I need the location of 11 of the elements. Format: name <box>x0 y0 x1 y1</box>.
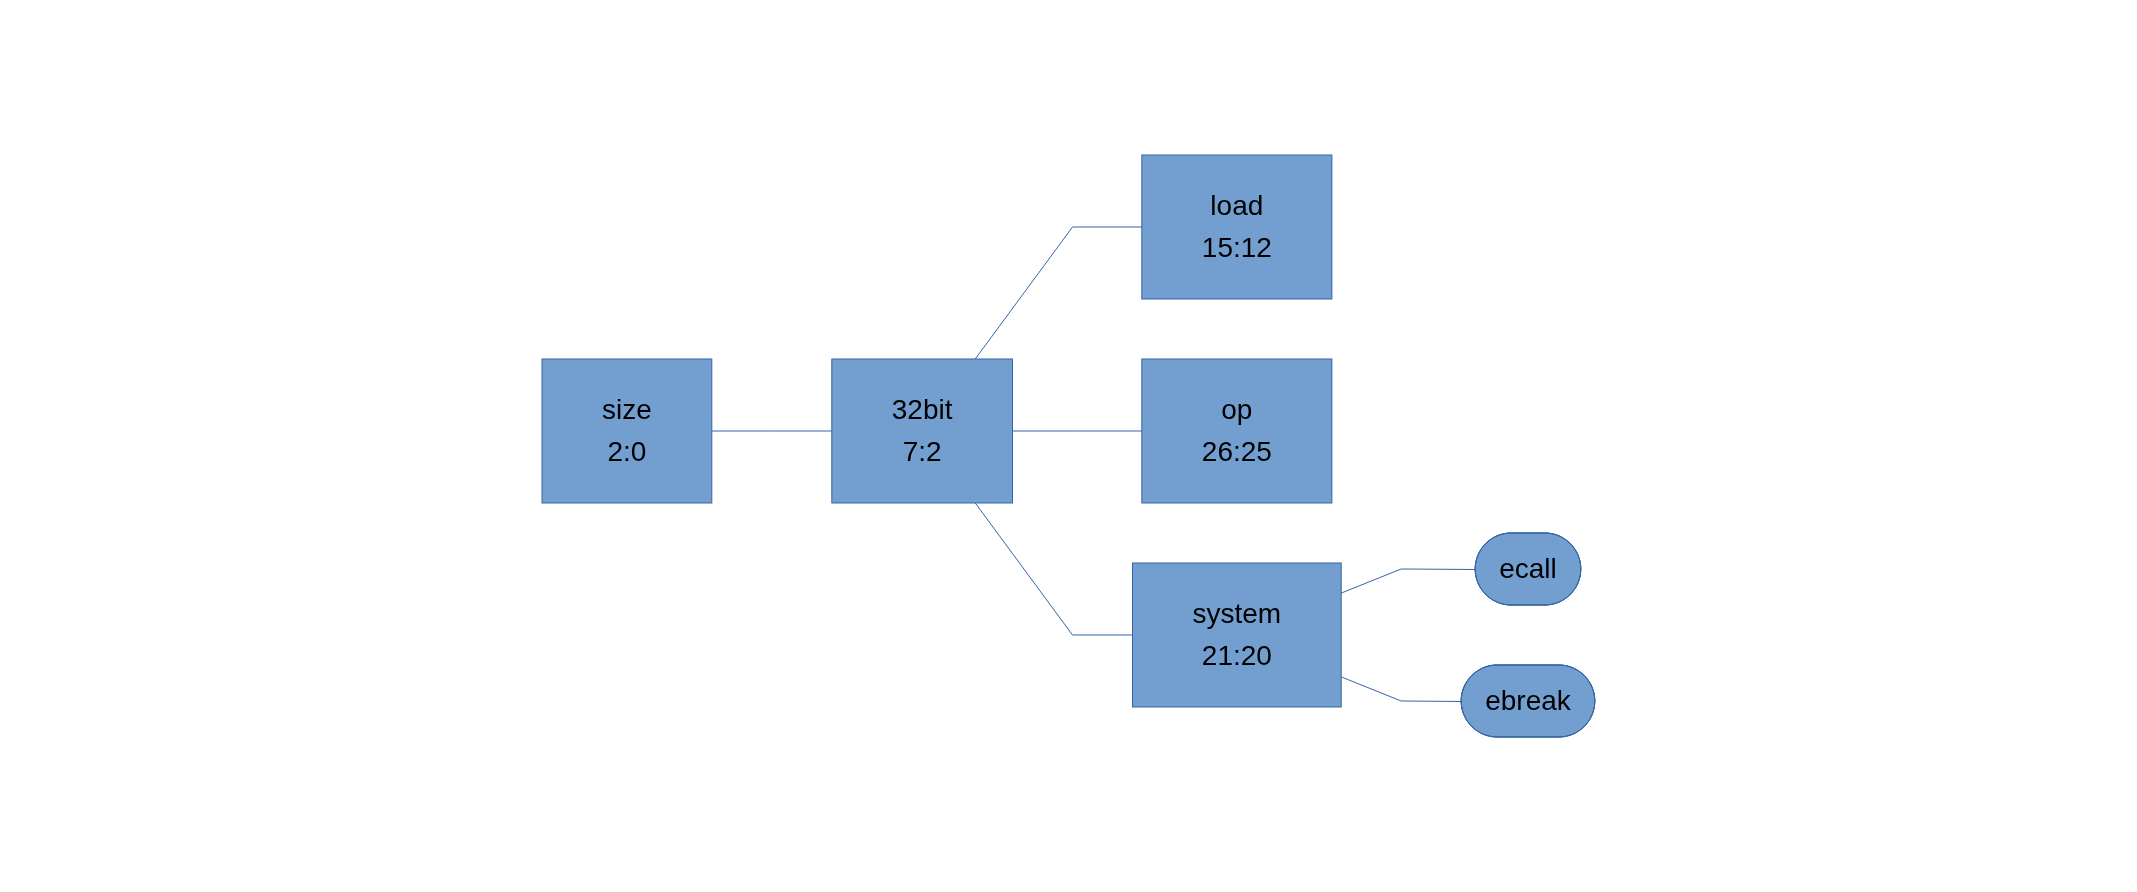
node-box: size 2:0 <box>541 358 713 504</box>
node-box: system 21:20 <box>1132 562 1342 708</box>
node-box: op 26:25 <box>1141 358 1333 504</box>
connector <box>974 502 1134 636</box>
node-box: 32bit 7:2 <box>831 358 1014 504</box>
connector <box>711 430 833 432</box>
node-box: load 15:12 <box>1141 154 1333 300</box>
connector <box>974 226 1143 360</box>
connector <box>1012 430 1143 432</box>
connector <box>1340 676 1463 702</box>
connector <box>1340 568 1477 594</box>
